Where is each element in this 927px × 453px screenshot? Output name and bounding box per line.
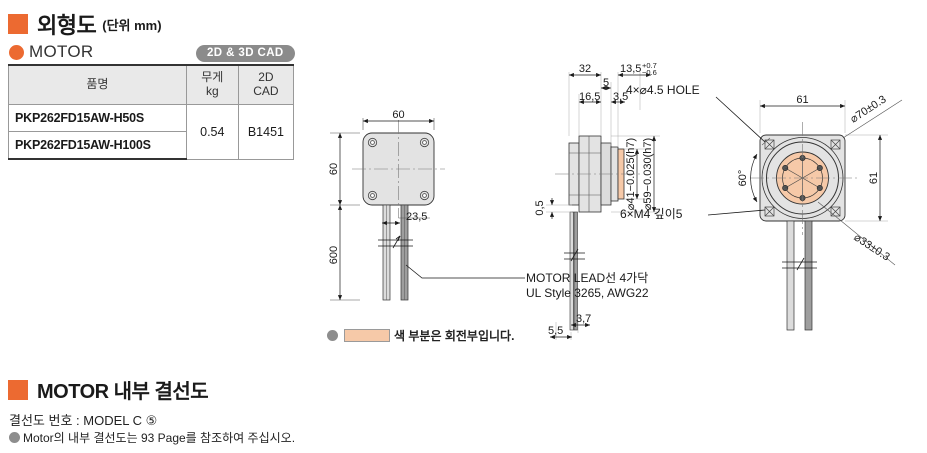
col-header-weight: 무게 kg xyxy=(185,64,239,105)
label-lead-length: 600 xyxy=(328,246,340,264)
label-tap-note: 6×M4 깊이5 xyxy=(620,207,683,221)
dim-width-60 xyxy=(362,118,435,130)
rear-lead-wires xyxy=(782,220,817,331)
col-header-cad-l1: 2D xyxy=(258,70,274,85)
dim-61-right xyxy=(845,134,888,222)
label-side-tol-lower: −0.6 xyxy=(642,68,657,77)
table-row: PKP262FD15AW-H100S xyxy=(8,131,294,160)
col-header-part-name: 품명 xyxy=(8,64,187,105)
motor-section-heading: MOTOR xyxy=(9,42,93,62)
cell-weight: 0.54 xyxy=(185,104,239,160)
page-title: 외형도 xyxy=(37,13,97,38)
label-side-16-5: 16,5 xyxy=(579,91,600,103)
label-lead-offset: 23,5 xyxy=(406,211,427,223)
table-header-row: 품명 무게 kg 2D CAD xyxy=(8,64,295,105)
label-angle-60: 60° xyxy=(737,170,749,187)
dim-height-60 xyxy=(330,132,360,206)
side-lead-wires xyxy=(564,211,585,331)
label-side-13-5: 13,5 xyxy=(620,63,641,75)
col-header-weight-l1: 무게 xyxy=(201,70,224,85)
lead-wires xyxy=(378,204,413,301)
col-header-cad-l2: CAD xyxy=(253,84,279,98)
label-rear-61-top: 61 xyxy=(796,94,808,106)
label-rear-61-right: 61 xyxy=(868,172,880,184)
col-header-weight-l2: kg xyxy=(205,84,219,98)
rear-mounting-holes xyxy=(764,139,841,217)
label-side-0-5: 0,5 xyxy=(534,200,546,215)
col-header-cad: 2D CAD xyxy=(237,64,295,105)
cell-part-name: PKP262FD15AW-H100S xyxy=(8,131,187,160)
label-side-tol-upper: +0.7 xyxy=(642,61,657,70)
label-dia-41: ⌀41−0.025(h7) xyxy=(625,138,637,210)
rear-view-drawing xyxy=(707,96,903,331)
orange-square-marker-icon xyxy=(8,379,28,400)
dim-bottom xyxy=(550,322,590,340)
dimension-drawings: 60 60 600 23,5 MOTOR LEAD선 4가닥 UL Style … xyxy=(310,50,927,350)
cell-part-name: PKP262FD15AW-H50S xyxy=(8,104,187,132)
wiring-note-text: Motor의 내부 결선도는 93 Page를 참조하여 주십시오. xyxy=(23,431,296,445)
mounting-holes xyxy=(367,137,430,201)
cad-badge[interactable]: 2D & 3D CAD xyxy=(196,45,295,62)
dim-0-5 xyxy=(546,198,572,219)
angle-60-arc xyxy=(750,153,758,203)
page-title-row: 외형도 (단위 mm) xyxy=(8,8,162,40)
side-top-dims xyxy=(568,72,651,146)
dim-lead-offset-23-5 xyxy=(382,217,430,226)
dim-lead-600 xyxy=(330,205,360,301)
lead-note-leader xyxy=(405,264,525,279)
rotating-part-legend: 색 부분은 회전부입니다. xyxy=(327,327,514,344)
label-dia-59: ⌀59−0.030(h7) xyxy=(642,138,654,210)
wiring-section-heading: MOTOR 내부 결선도 xyxy=(8,375,209,404)
orange-square-marker-icon xyxy=(8,14,28,34)
label-side-5: 5 xyxy=(603,77,609,89)
center-lines xyxy=(352,120,445,218)
label-side-32: 32 xyxy=(579,63,591,75)
wiring-note-row: Motor의 내부 결선도는 93 Page를 참조하여 주십시오. xyxy=(9,429,295,446)
label-hole-note: 4×⌀4.5 HOLE xyxy=(626,83,700,97)
wiring-diagram-number: 결선도 번호 : MODEL C ⑤ xyxy=(9,413,158,428)
label-front-width: 60 xyxy=(392,109,404,121)
dim-61-top xyxy=(759,100,846,133)
gray-bullet-icon xyxy=(9,432,20,443)
motor-heading-label: MOTOR xyxy=(29,42,94,61)
dim-diameters xyxy=(611,135,660,213)
legend-text: 색 부분은 회전부입니다. xyxy=(394,329,515,343)
label-side-5-5: 5,5 xyxy=(548,325,563,337)
label-dia-70: ⌀70±0.3 xyxy=(848,94,888,126)
front-view-drawing xyxy=(330,118,525,301)
label-side-3-5: 3,5 xyxy=(613,91,628,103)
diameter-leaders xyxy=(761,99,903,266)
table-row: PKP262FD15AW-H50S 0.54 B1451 xyxy=(8,104,295,160)
side-view-drawing xyxy=(546,72,660,340)
spec-table: 품명 무게 kg 2D CAD PKP262FD15AW-H50S 0.54 B… xyxy=(8,64,295,160)
label-lead-note-2: UL Style 3265, AWG22 xyxy=(526,286,649,300)
wiring-section-title: MOTOR 내부 결선도 xyxy=(37,381,209,403)
page-title-unit: (단위 mm) xyxy=(102,17,162,33)
label-front-height: 60 xyxy=(328,163,340,175)
orange-circle-marker-icon xyxy=(9,44,24,60)
rotating-part-color-swatch xyxy=(344,329,390,342)
gray-bullet-icon xyxy=(327,330,338,341)
label-lead-note-1: MOTOR LEAD선 4가닥 xyxy=(526,271,648,285)
note-leaders xyxy=(707,96,766,216)
label-side-3-7: 3,7 xyxy=(576,313,591,325)
cell-cad-no: B1451 xyxy=(237,104,295,160)
label-dia-33: ⌀33±0.3 xyxy=(852,232,892,264)
rear-center-lines xyxy=(750,122,858,235)
